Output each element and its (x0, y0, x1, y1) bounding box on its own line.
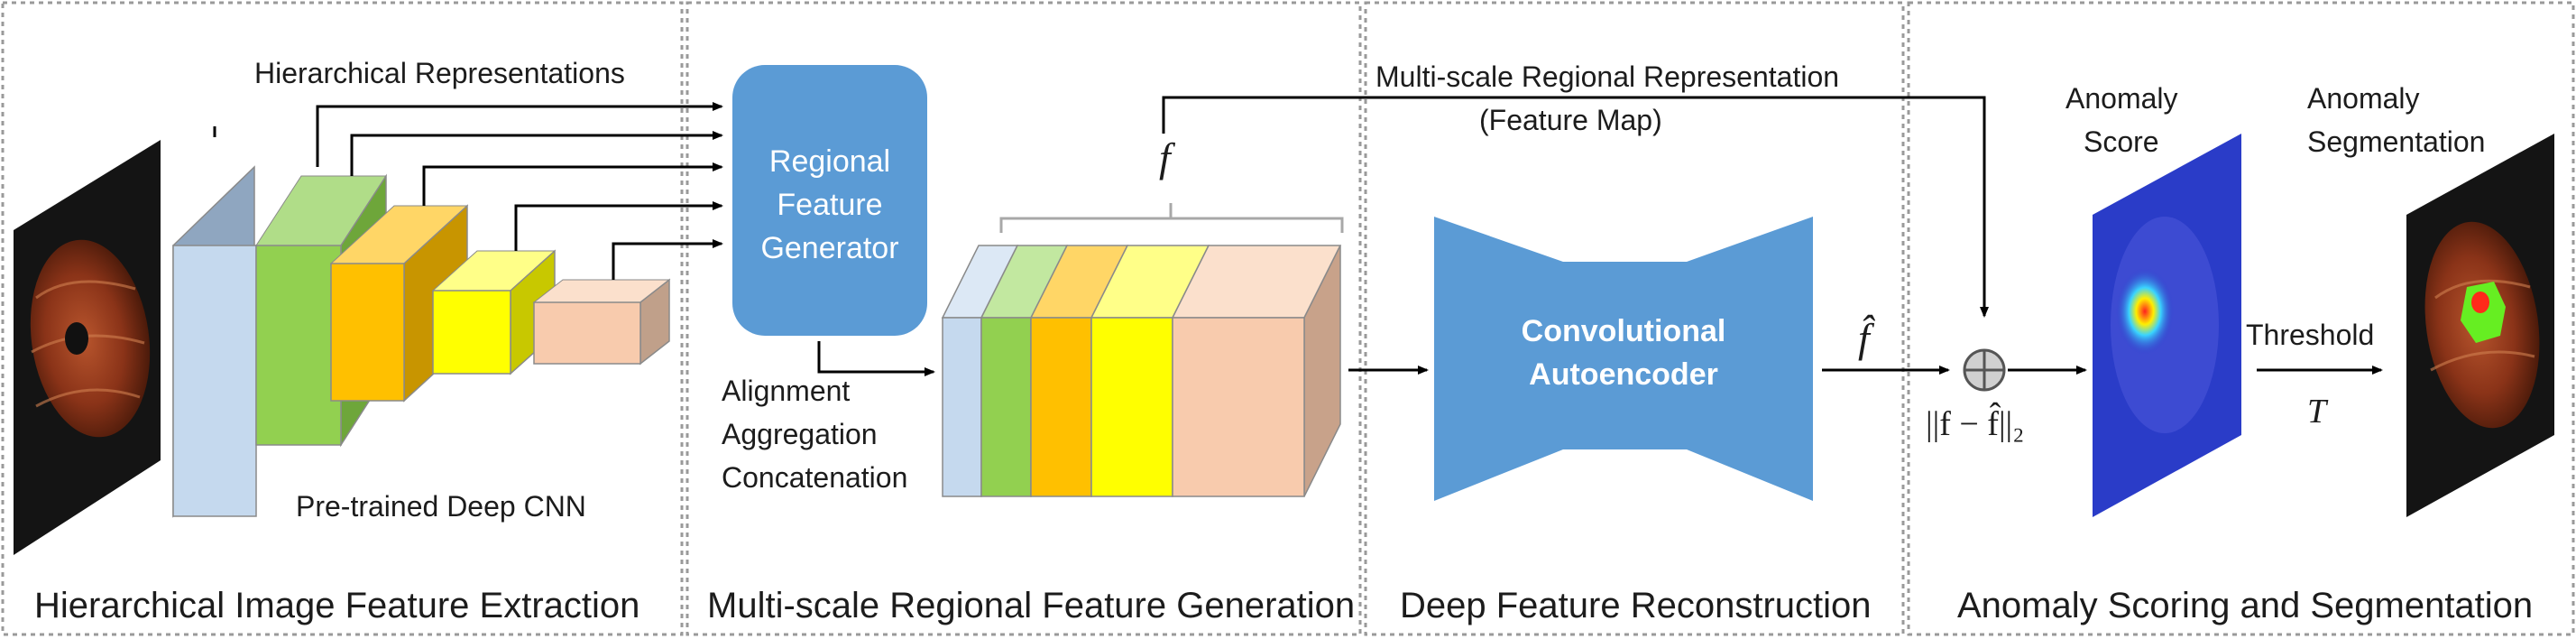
ae-label-line2: Autoencoder (1529, 357, 1718, 392)
ae-label-line1: Convolutional (1522, 314, 1726, 348)
skip-connection-arrow (1162, 96, 1989, 318)
anomaly-seg-label-line2: Segmentation (2307, 125, 2485, 158)
multiscale-label-line2: (Feature Map) (1479, 104, 1662, 136)
section-title-4: Anomaly Scoring and Segmentation (1957, 586, 2533, 625)
generator-label-line2: Feature (777, 188, 882, 222)
pretrained-cnn-label: Pre-trained Deep CNN (296, 490, 586, 523)
multiscale-label-line1: Multi-scale Regional Representation (1375, 60, 1839, 93)
cnn-layer-1 (172, 245, 257, 517)
generator-label-line3: Generator (760, 231, 898, 265)
regional-feature-generator: Regional Feature Generator (732, 65, 927, 336)
anomaly-score-heatmap (2093, 134, 2241, 517)
f-hat-label: f̂ (1858, 314, 1876, 361)
aggregation-label: Aggregation (722, 418, 878, 450)
section-title-1: Hierarchical Image Feature Extraction (34, 586, 639, 625)
threshold-symbol: T (2307, 393, 2329, 431)
input-image (14, 140, 161, 555)
anomaly-segmentation-image (2406, 134, 2554, 517)
anomaly-score-label-line2: Score (2084, 125, 2159, 158)
anomaly-seg-label-line1: Anomaly (2307, 82, 2420, 115)
alignment-label: Alignment (722, 375, 850, 407)
convolutional-autoencoder: Convolutional Autoencoder (1434, 217, 1813, 501)
error-norm-label: ||f − f̂||₂ (1926, 403, 2024, 443)
concatenation-label: Concatenation (722, 461, 907, 494)
oplus-icon (1963, 348, 2006, 392)
generator-label-line1: Regional (769, 144, 890, 179)
section-title-2: Multi-scale Regional Feature Generation (707, 586, 1355, 625)
f-label: f (1159, 134, 1176, 181)
section-box-2 (685, 1, 1362, 636)
feature-map-stack (941, 245, 1342, 497)
generator-to-featuremap-arrow (817, 341, 935, 376)
section-title-3: Deep Feature Reconstruction (1400, 586, 1872, 625)
section-box-3 (1364, 1, 1905, 636)
cnn-layer-2 (255, 245, 342, 446)
cnn-layer-5 (533, 301, 641, 365)
threshold-label: Threshold (2246, 319, 2374, 351)
feature-map-brace (999, 203, 1344, 233)
anomaly-score-label-line1: Anomaly (2065, 82, 2178, 115)
cnn-layer-4 (432, 290, 511, 375)
hierarchical-representations-label: Hierarchical Representations (254, 57, 625, 89)
layer-arrows (213, 102, 723, 280)
cnn-layer-3 (330, 263, 405, 402)
section-box-4 (1907, 1, 2575, 636)
section-box-1 (1, 1, 684, 636)
cnn-layers (172, 165, 671, 518)
